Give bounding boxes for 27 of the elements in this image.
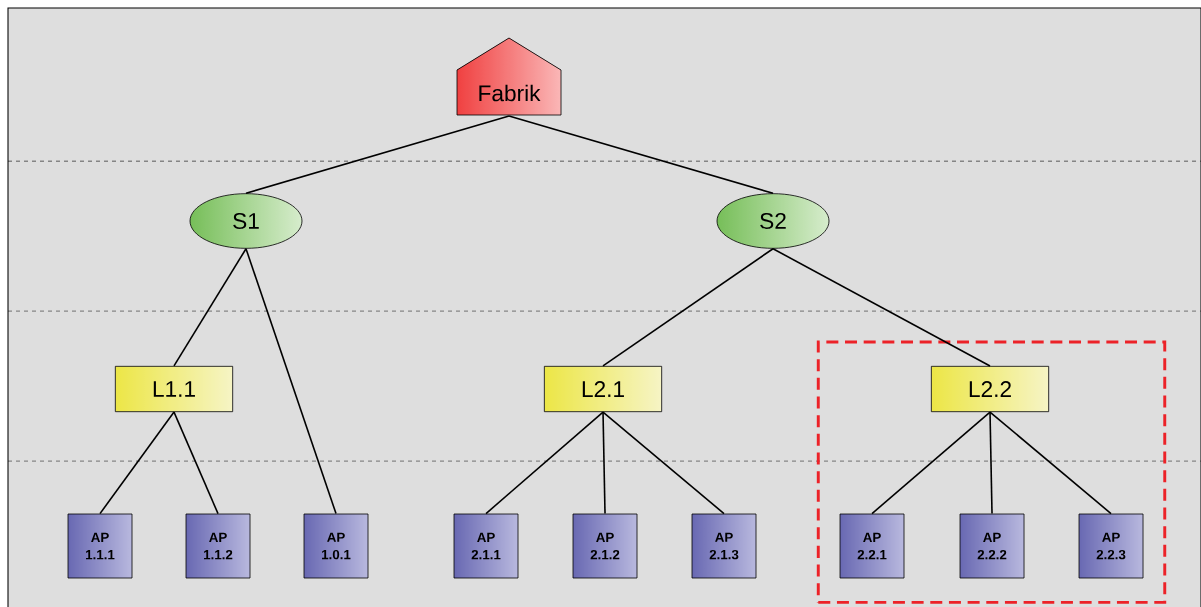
- connector-line: [602, 411, 725, 515]
- connector-line: [871, 411, 991, 515]
- workstation-box: AP 2.2.3: [1078, 513, 1144, 579]
- workstation-box: AP 2.2.2: [959, 513, 1025, 579]
- connector-line: [173, 411, 219, 515]
- workstation-box: AP 1.0.1: [303, 513, 369, 579]
- workstation-box: AP 1.1.2: [185, 513, 251, 579]
- line-box: L1.1: [114, 365, 234, 413]
- connector-line: [602, 247, 774, 367]
- connector-line: [99, 411, 175, 515]
- workstation-box: AP 1.1.1: [67, 513, 133, 579]
- workstation-box: AP 2.1.1: [453, 513, 519, 579]
- workstation-box: AP 2.2.1: [839, 513, 905, 579]
- connector-line: [989, 411, 1112, 515]
- connector-line: [508, 115, 774, 195]
- workstation-box: AP 2.1.3: [691, 513, 757, 579]
- highlight-frame: [816, 340, 1167, 604]
- workstation-box: AP 2.1.2: [572, 513, 638, 579]
- connector-line: [989, 411, 993, 515]
- connector-line: [772, 247, 991, 367]
- connector-line: [485, 411, 604, 515]
- line-box: L2.2: [930, 365, 1050, 413]
- line-box: L2.1: [543, 365, 663, 413]
- connector-line: [245, 247, 337, 515]
- connector-line: [173, 247, 247, 367]
- connector-line: [245, 115, 510, 195]
- connector-line: [602, 411, 606, 515]
